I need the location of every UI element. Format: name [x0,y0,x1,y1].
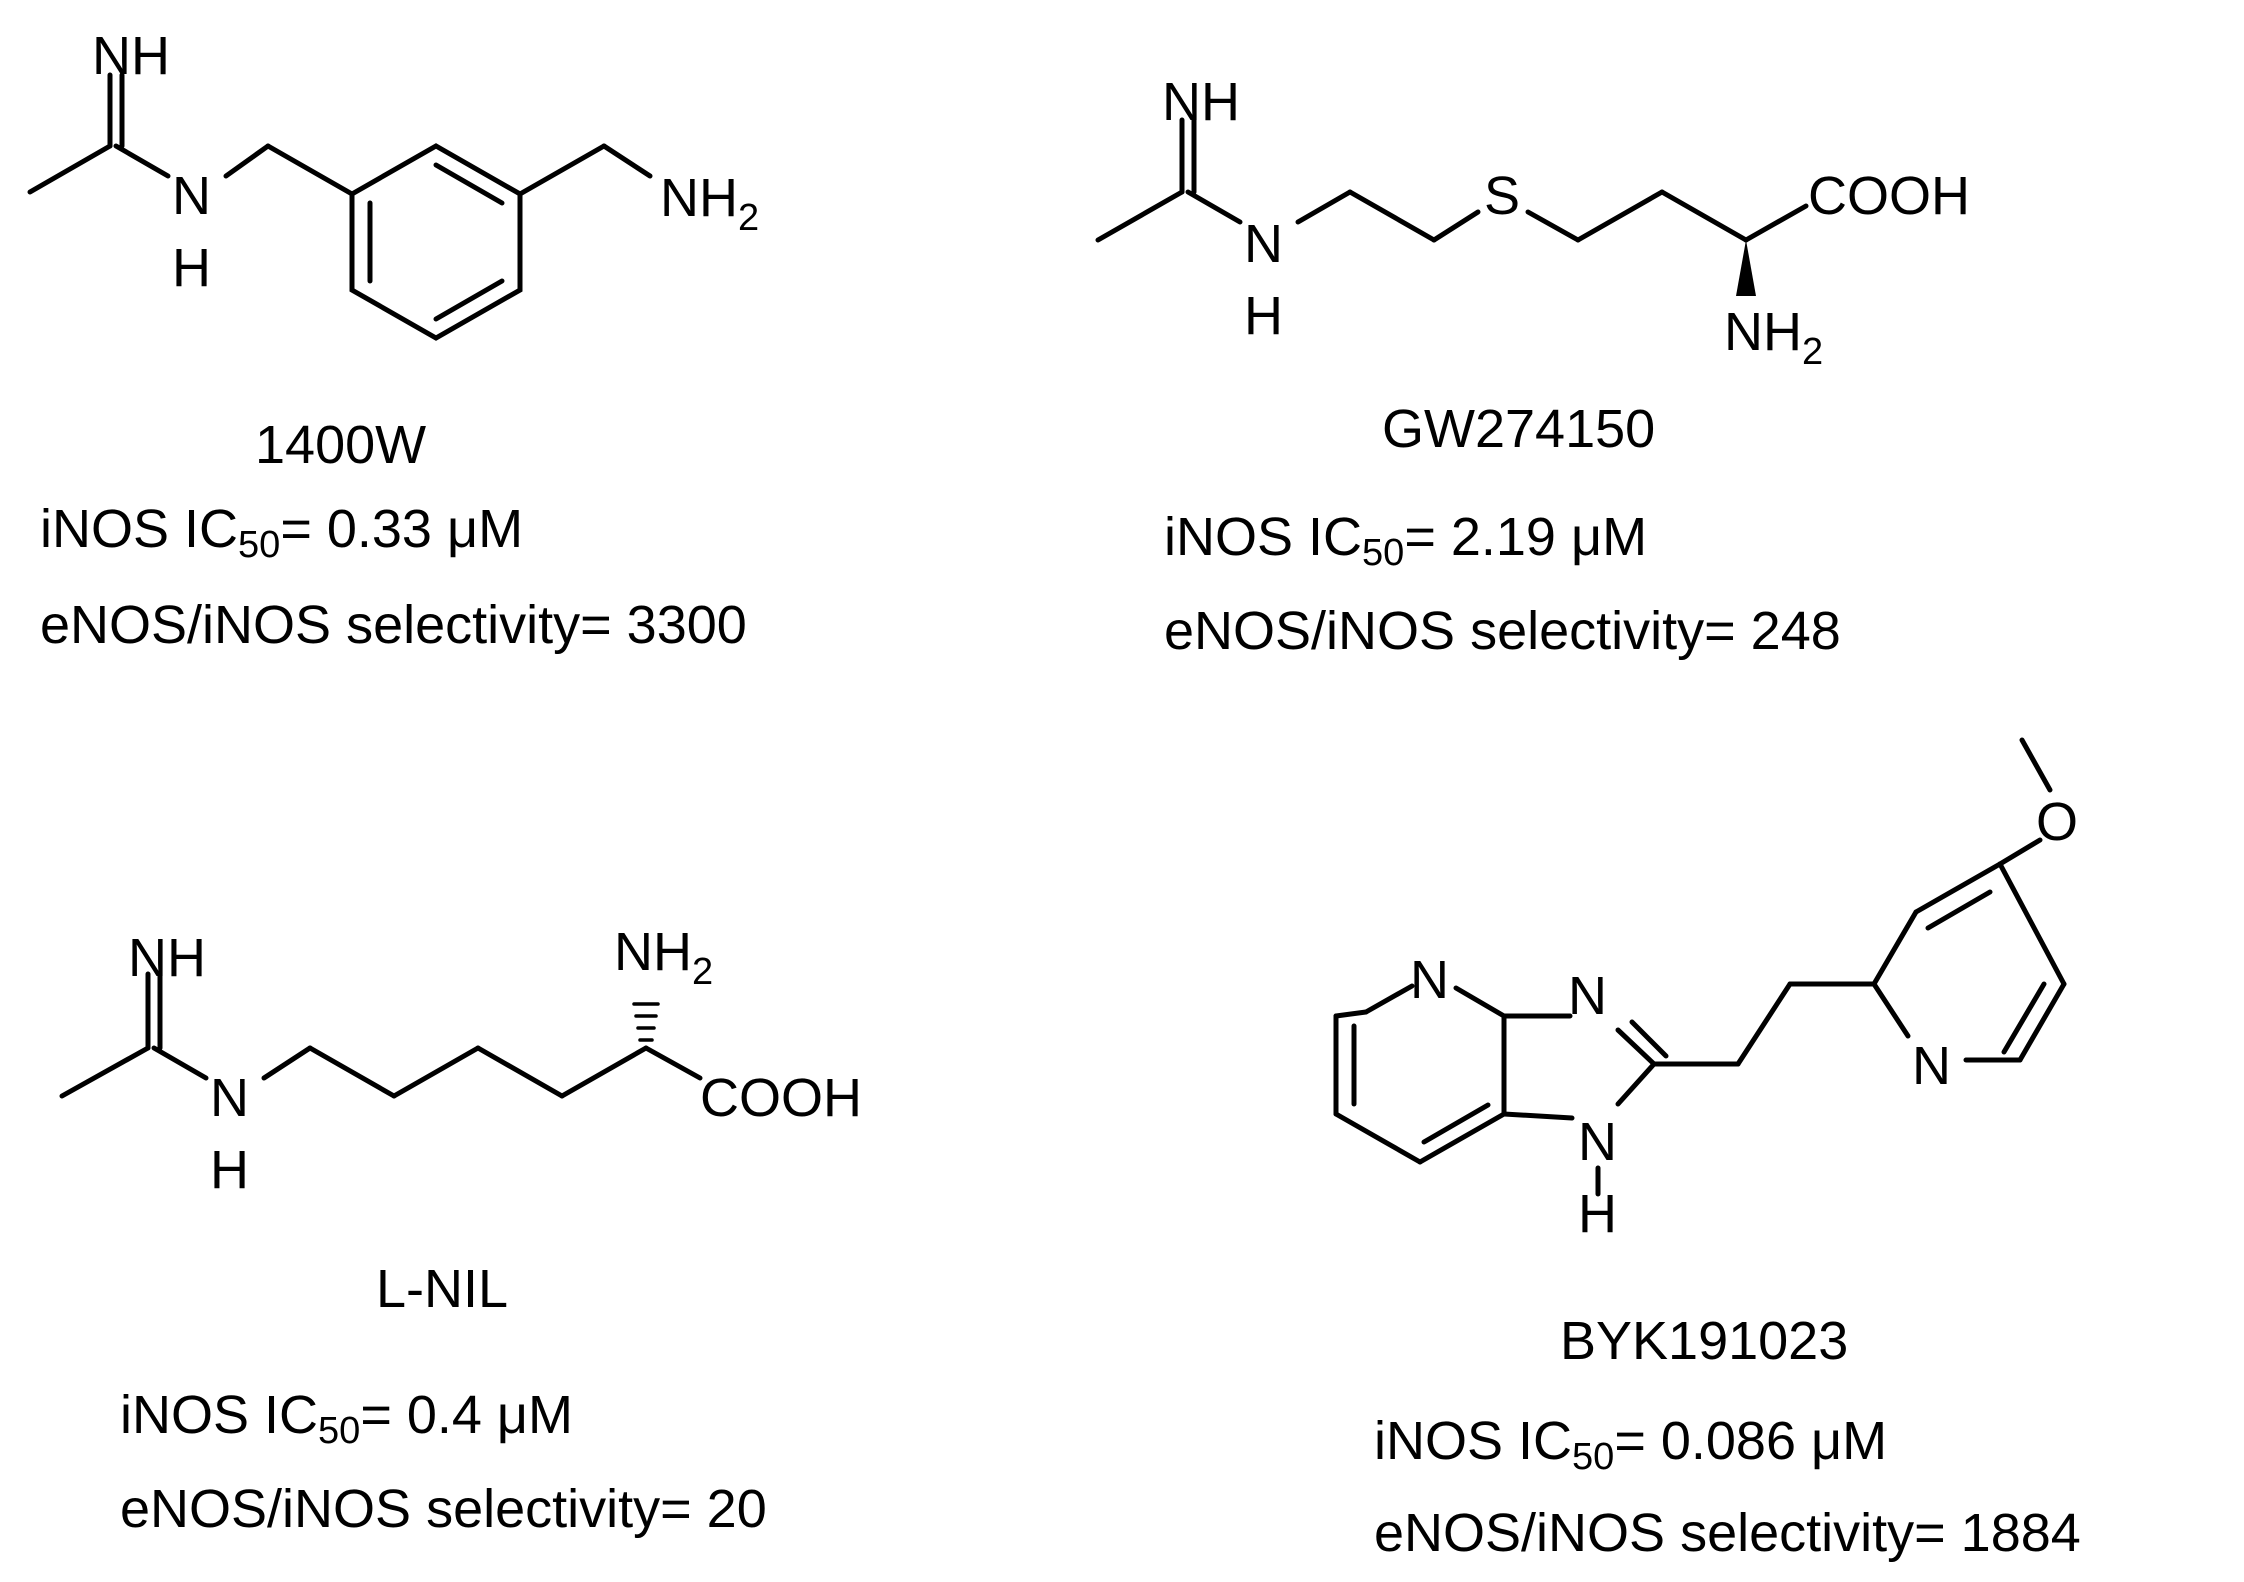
imidazole-nh-n-byk191023: N [1578,1112,1617,1172]
amine-nh2-gw274150: NH2 [1724,302,1823,373]
amine-nh2-l-nil: NH2 [614,922,713,993]
methoxy-o-byk191023: O [2036,792,2078,852]
compound-name-gw274150: GW274150 [1382,399,1656,459]
ic50-gw274150: iNOS IC50= 2.19 μM [1164,507,1648,574]
imidazole-n-byk191023: N [1568,966,1607,1026]
selectivity-l-nil: eNOS/iNOS selectivity= 20 [120,1479,767,1539]
selectivity-1400w: eNOS/iNOS selectivity= 3300 [40,595,747,655]
compound-name-byk191023: BYK191023 [1560,1311,1849,1371]
carboxyl-gw274150: COOH [1808,166,1970,226]
amine-h-1400w: H [172,238,211,298]
imine-nh-1400w: NH [92,26,170,86]
amine-h-l-nil: H [210,1140,249,1200]
imine-nh-gw274150: NH [1162,72,1240,132]
structure-1400w: NH N H NH2 [27,26,759,341]
ic50-l-nil: iNOS IC50= 0.4 μM [120,1385,574,1452]
structure-gw274150: NH N H S COOH NH2 [1095,72,1970,373]
amine-n-1400w: N [172,166,211,226]
pyridine-n-byk191023: N [1410,950,1449,1010]
structure-l-nil: NH N H NH2 COOH [59,922,862,1200]
compound-name-1400w: 1400W [255,415,427,475]
selectivity-gw274150: eNOS/iNOS selectivity= 248 [1164,601,1841,661]
methoxypyridine-n-byk191023: N [1912,1036,1951,1096]
amine-h-gw274150: H [1244,286,1283,346]
sulfur-s-gw274150: S [1484,166,1520,226]
carboxyl-l-nil: COOH [700,1068,862,1128]
amine-nh2-1400w: NH2 [660,168,759,239]
selectivity-byk191023: eNOS/iNOS selectivity= 1884 [1374,1503,2081,1563]
amine-n-gw274150: N [1244,214,1283,274]
amine-n-l-nil: N [210,1068,249,1128]
compound-name-l-nil: L-NIL [376,1259,509,1319]
imidazole-nh-h-byk191023: H [1578,1184,1617,1244]
ic50-1400w: iNOS IC50= 0.33 μM [40,499,524,566]
structure-byk191023: N N N H N O [1333,737,2078,1244]
imine-nh-l-nil: NH [128,928,206,988]
ic50-byk191023: iNOS IC50= 0.086 μM [1374,1411,1888,1478]
